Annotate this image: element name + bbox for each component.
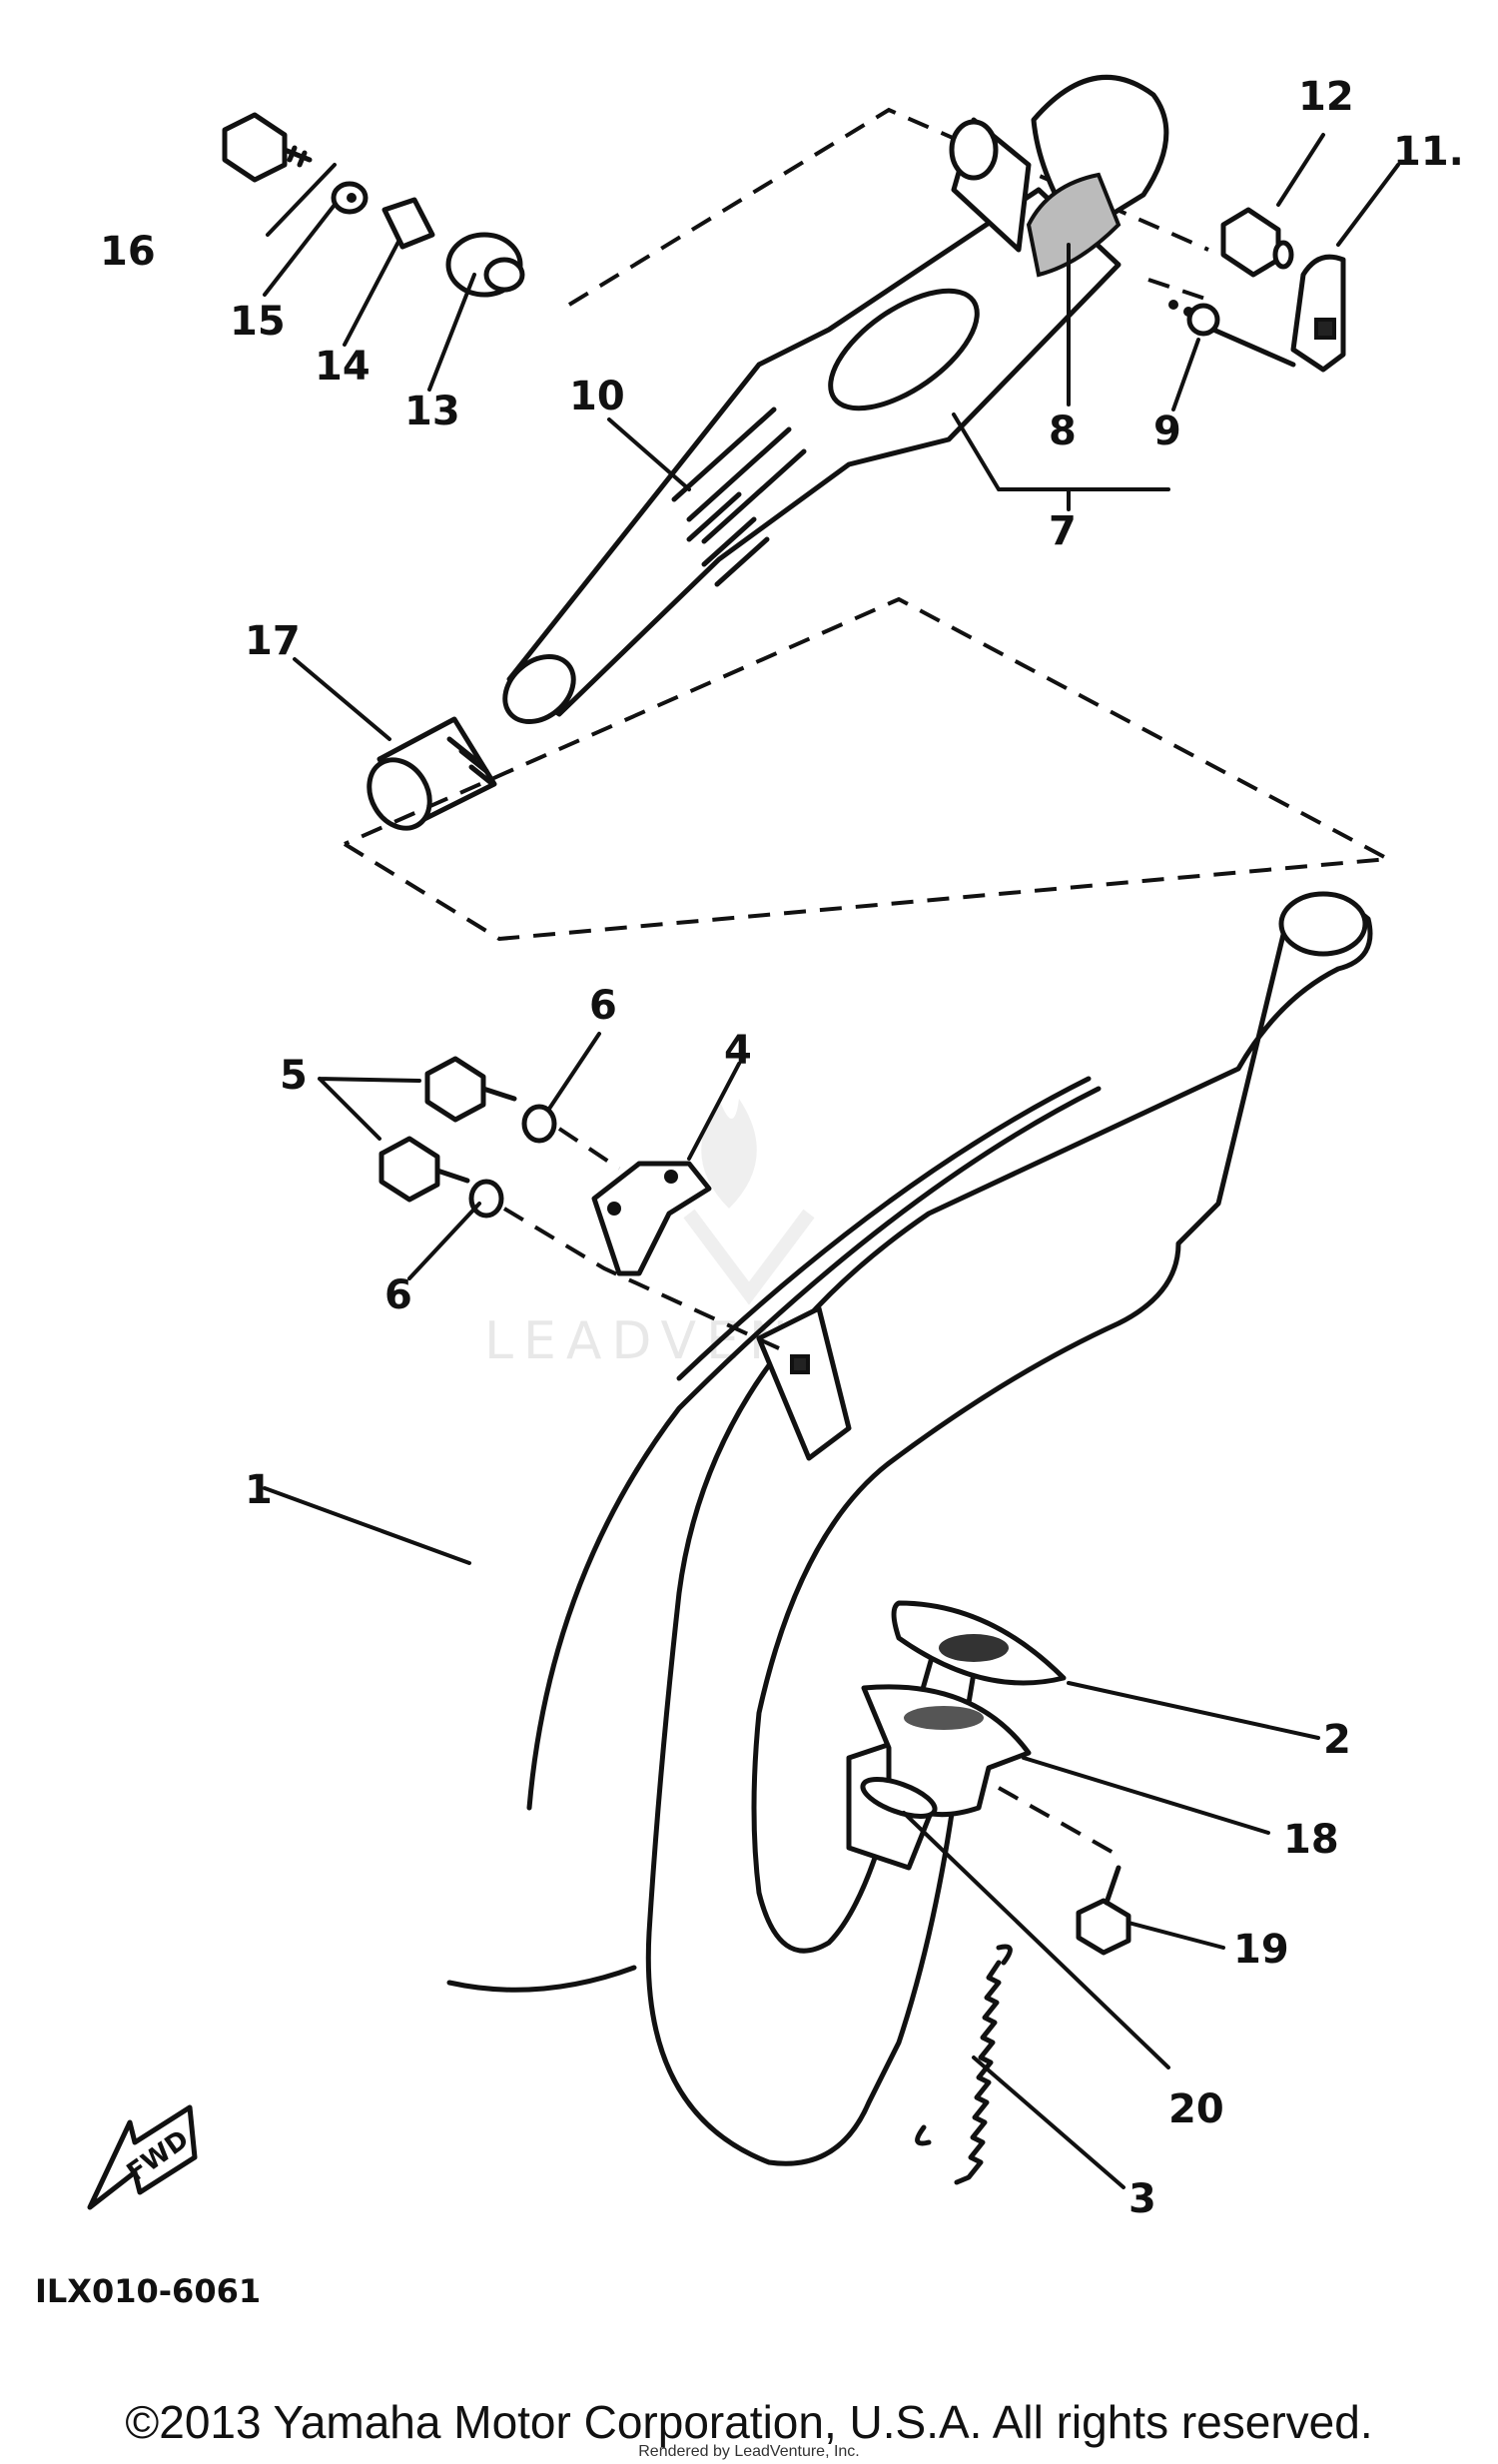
callout-16: 16 xyxy=(100,229,156,275)
rendered-by-note: Rendered by LeadVenture, Inc. xyxy=(638,2443,860,2460)
assembly-dash-middle xyxy=(343,596,1395,942)
callout-2: 2 xyxy=(1323,1717,1351,1763)
washer-part-6-lower xyxy=(468,1179,504,1219)
grommet-part-13 xyxy=(445,232,525,298)
exhaust-pipe-part-1 xyxy=(446,891,1373,2166)
dash-part-4-upper xyxy=(557,1127,621,1171)
callout-4: 4 xyxy=(724,1028,752,1074)
copyright-notice: ©2013 Yamaha Motor Corporation, U.S.A. A… xyxy=(125,2396,1373,2448)
drawing-code: ILX010-6061 xyxy=(35,2272,261,2310)
callout-5: 5 xyxy=(280,1053,308,1099)
callout-19: 19 xyxy=(1233,1927,1289,1973)
washer-part-6-upper xyxy=(521,1104,557,1144)
callout-9: 9 xyxy=(1153,409,1181,454)
bolt-part-19 xyxy=(1076,1865,1131,1956)
gasket-part-2 xyxy=(891,1600,1067,1686)
bracket-part-11 xyxy=(1290,254,1346,373)
washer-part-15 xyxy=(331,181,369,215)
dash-part-19 xyxy=(998,1786,1115,1855)
callout-18: 18 xyxy=(1283,1817,1339,1863)
spring-part-3 xyxy=(915,1944,1013,2185)
dash-part-4-lower xyxy=(502,1207,780,1350)
callout-7: 7 xyxy=(1049,508,1077,554)
callout-10: 10 xyxy=(569,374,625,419)
bolt-part-5-upper xyxy=(424,1056,517,1123)
callout-20: 20 xyxy=(1168,2086,1224,2132)
screw-part-9 xyxy=(1168,300,1296,368)
callout-17: 17 xyxy=(245,618,301,664)
callout-8: 8 xyxy=(1049,409,1077,454)
callout-1: 1 xyxy=(245,1467,273,1513)
callouts: 1 2 3 4 5 6 6 7 8 9 10 11. 12 13 14 15 1… xyxy=(100,74,1464,2222)
callout-6-upper: 6 xyxy=(589,983,617,1029)
assembly-dash-upper xyxy=(567,107,1209,307)
callout-14: 14 xyxy=(315,344,371,390)
bolt-part-5-lower xyxy=(378,1136,470,1203)
callout-6-lower: 6 xyxy=(384,1272,412,1318)
silencer-body xyxy=(502,74,1169,725)
callout-11: 11. xyxy=(1393,129,1464,175)
nut-part-12 xyxy=(1220,207,1294,278)
callout-3: 3 xyxy=(1128,2176,1156,2222)
fwd-arrow-icon: FWD xyxy=(87,2104,198,2210)
callout-13: 13 xyxy=(404,389,460,434)
bolt-part-16 xyxy=(222,112,313,183)
packing-part-17 xyxy=(367,716,497,831)
callout-15: 15 xyxy=(230,299,286,345)
bracket-part-4 xyxy=(591,1161,712,1276)
leader-lines xyxy=(263,133,1400,2189)
collar-part-14 xyxy=(381,197,435,250)
callout-12: 12 xyxy=(1298,74,1354,120)
oring-part-20 xyxy=(860,1777,938,1819)
